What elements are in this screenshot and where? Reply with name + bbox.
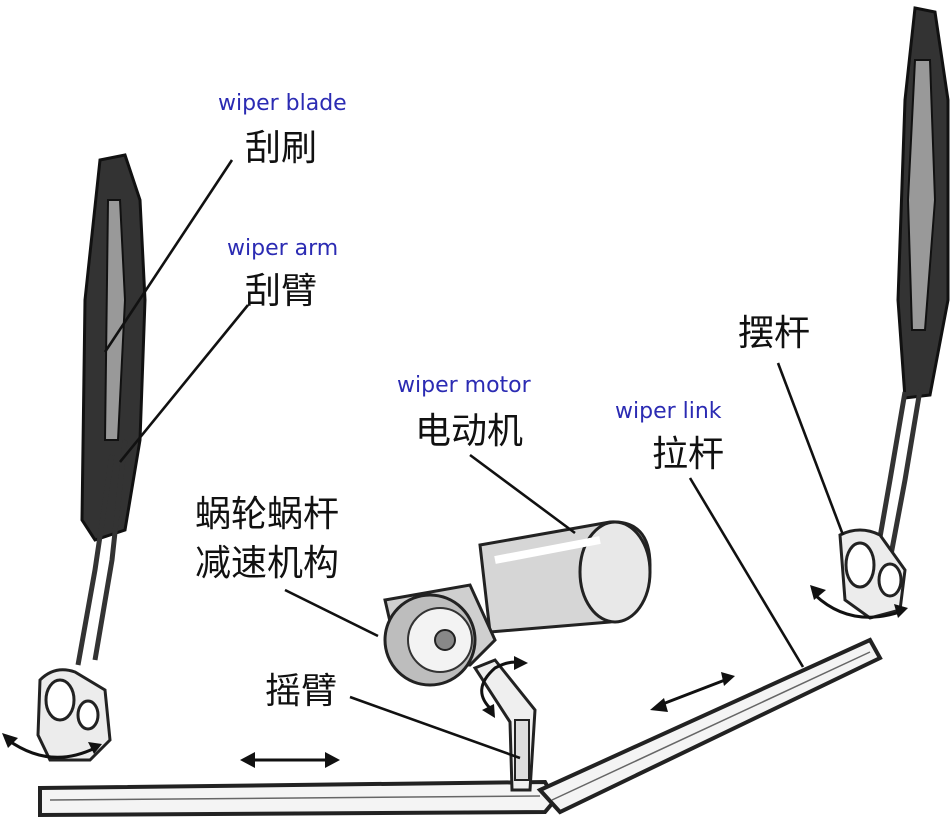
- leader-worm-gear: [284, 588, 379, 638]
- crank-rotation-arrow: [480, 656, 528, 718]
- leader-wiper-motor: [469, 453, 576, 535]
- label-worm-gear-line1: 蜗轮蜗杆: [195, 494, 339, 535]
- label-wiper-motor-en: wiper motor: [397, 373, 532, 398]
- leader-wiper-link: [688, 477, 805, 668]
- leader-crank-arm: [349, 695, 521, 760]
- right-wiper-arm: [873, 389, 923, 561]
- label-wiper-link-zh: 拉杆: [652, 434, 724, 475]
- left-wiper-arm: [75, 439, 128, 666]
- label-wiper-blade-en: wiper blade: [218, 91, 347, 116]
- left-link-rod: [38, 779, 558, 818]
- left-rod-motion-arrow: [240, 752, 340, 768]
- left-pivot-housing: [36, 668, 112, 762]
- wiper-motor: [478, 520, 652, 634]
- label-wiper-blade-zh: 刮刷: [245, 128, 317, 169]
- right-rod-motion-arrow: [650, 672, 735, 712]
- left-pivot-swing-arrow: [2, 733, 102, 759]
- worm-gear-housing: [383, 583, 497, 687]
- leader-swing-lever: [776, 362, 845, 536]
- leader-wiper-blade: [103, 159, 234, 353]
- right-wiper-blade: [896, 6, 950, 400]
- label-crank-arm-zh: 摇臂: [265, 671, 337, 712]
- label-wiper-arm-en: wiper arm: [227, 236, 338, 261]
- leader-wiper-arm: [118, 304, 250, 463]
- right-pivot-swing-arrow: [810, 585, 908, 619]
- label-wiper-arm-zh: 刮臂: [245, 271, 317, 312]
- right-link-rod: [536, 637, 883, 815]
- label-wiper-motor-zh: 电动机: [415, 411, 523, 452]
- left-wiper-blade: [80, 153, 147, 542]
- label-wiper-link-en: wiper link: [615, 399, 722, 424]
- label-swing-lever-zh: 摆杆: [738, 313, 810, 354]
- right-pivot-housing: [838, 528, 907, 620]
- label-worm-gear-line2: 减速机构: [195, 543, 339, 584]
